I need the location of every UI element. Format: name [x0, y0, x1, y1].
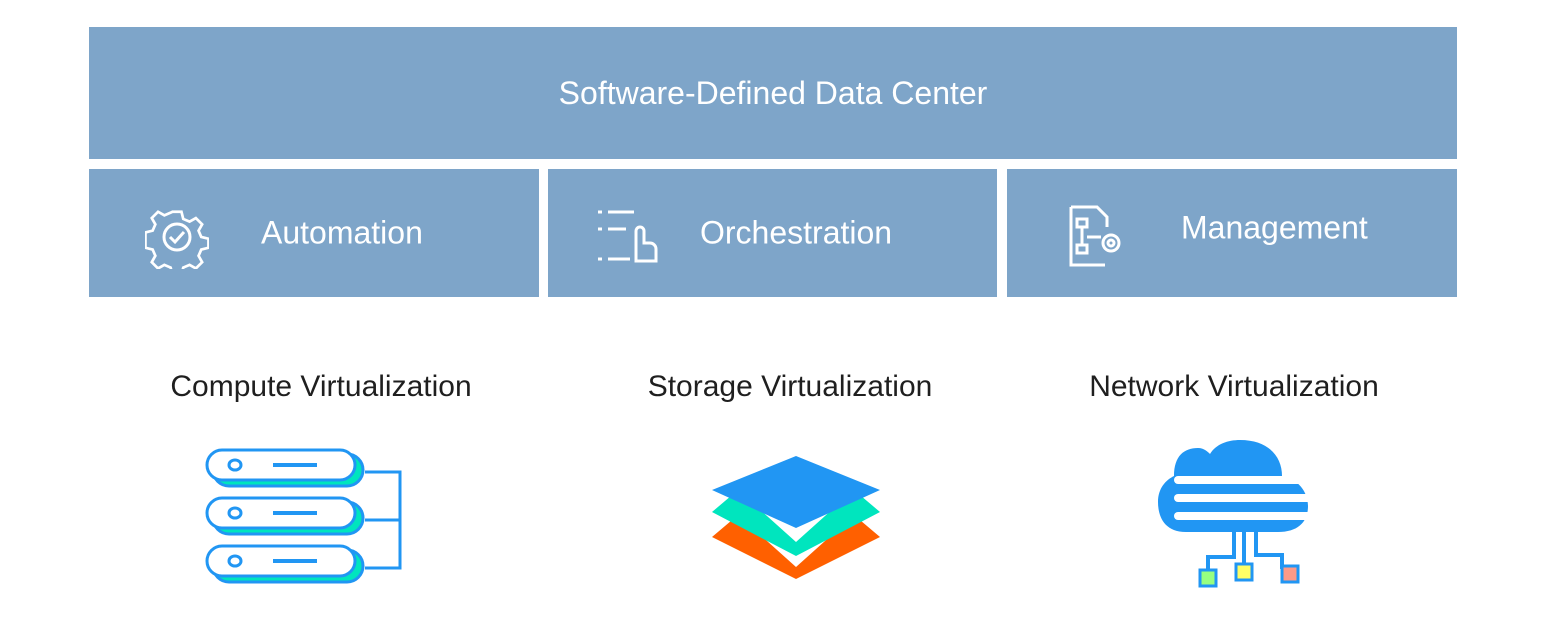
- sddc-banner: Software-Defined Data Center: [89, 27, 1457, 159]
- storage-virtualization-title: Storage Virtualization: [647, 370, 933, 403]
- list-hand-icon: [598, 210, 658, 263]
- automation-label: Automation: [261, 214, 423, 251]
- sddc-title: Software-Defined Data Center: [558, 74, 988, 111]
- cloud-network-icon: [1158, 440, 1316, 588]
- server-stack-icon: [205, 448, 402, 584]
- network-virtualization-title: Network Virtualization: [1089, 370, 1379, 403]
- document-gear-icon: [1069, 205, 1121, 267]
- gear-check-icon: [145, 210, 209, 269]
- layer-management: Management: [1007, 169, 1457, 297]
- orchestration-label: Orchestration: [700, 214, 893, 251]
- management-label: Management: [1181, 209, 1368, 246]
- layer-orchestration: Orchestration: [548, 169, 997, 297]
- layers-icon: [712, 456, 880, 579]
- layer-automation: Automation: [89, 169, 539, 297]
- compute-virtualization-title: Compute Virtualization: [170, 370, 472, 403]
